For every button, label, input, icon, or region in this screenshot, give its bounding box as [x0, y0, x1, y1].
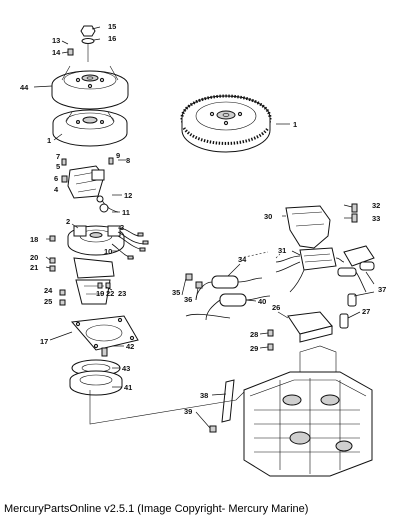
callout-39: 39	[184, 407, 192, 416]
callout-43: 43	[122, 364, 130, 373]
electrical-cover	[285, 203, 358, 249]
callout-4: 4	[54, 185, 59, 194]
callout-15: 15	[108, 22, 116, 31]
callout-38: 38	[200, 391, 208, 400]
callout-labels: 15 16 13 14 44 1 1 7 9 8 5 6 4 12 11 2 3…	[20, 22, 386, 416]
callout-20: 20	[30, 253, 38, 262]
leader-lines	[33, 26, 375, 429]
top-flywheel-assembly	[51, 25, 129, 110]
callout-19: 19	[96, 289, 104, 298]
callout-25: 25	[44, 297, 52, 306]
bracket-plate	[59, 257, 115, 306]
ignition-coils	[185, 273, 271, 321]
lower-flywheel	[52, 109, 128, 147]
screw-42	[101, 347, 108, 357]
flywheel-nut	[80, 25, 96, 37]
engine-block	[243, 345, 373, 477]
callout-42: 42	[126, 342, 134, 351]
callout-18: 18	[30, 235, 38, 244]
callout-44: 44	[20, 83, 29, 92]
callout-8: 8	[126, 156, 130, 165]
seal-rings	[69, 359, 123, 396]
callout-5: 5	[56, 162, 60, 171]
callout-30: 30	[264, 212, 272, 221]
callout-41: 41	[124, 383, 132, 392]
connector-line	[89, 390, 245, 425]
linkage-bracket	[209, 379, 235, 433]
callout-21: 21	[30, 263, 38, 272]
gasket-plate	[71, 315, 139, 351]
callout-1-right: 1	[293, 120, 297, 129]
copyright-caption: MercuryPartsOnline v2.5.1 (Image Copyrig…	[4, 503, 309, 515]
callout-26: 26	[272, 303, 280, 312]
callout-24: 24	[44, 286, 53, 295]
flywheel-washer	[81, 38, 95, 44]
ring-gear-flywheel	[180, 94, 272, 153]
callout-29: 29	[250, 344, 258, 353]
callout-34: 34	[238, 255, 247, 264]
callout-13: 13	[52, 36, 60, 45]
callout-11: 11	[122, 208, 130, 217]
callout-12: 12	[124, 191, 132, 200]
callout-2: 2	[66, 217, 70, 226]
callout-3: 3	[120, 223, 124, 232]
mounting-plate	[267, 311, 333, 351]
callout-9: 9	[116, 151, 120, 160]
callout-22: 22	[106, 289, 114, 298]
screw-14	[67, 48, 74, 56]
callout-32: 32	[372, 201, 380, 210]
switch-box-and-coils	[275, 245, 375, 329]
callout-10: 10	[104, 247, 112, 256]
callout-33: 33	[372, 214, 380, 223]
callout-16: 16	[108, 34, 116, 43]
callout-35: 35	[172, 288, 180, 297]
callout-40: 40	[258, 297, 266, 306]
stator-trigger-assembly	[61, 157, 119, 213]
callout-17: 17	[40, 337, 48, 346]
callout-27: 27	[362, 307, 370, 316]
callout-23: 23	[118, 289, 126, 298]
callout-36: 36	[184, 295, 192, 304]
callout-7: 7	[56, 152, 60, 161]
callout-14: 14	[52, 48, 61, 57]
callout-6: 6	[54, 174, 58, 183]
callout-1-left: 1	[47, 136, 51, 145]
trigger-plate-assembly	[49, 225, 149, 272]
callout-37: 37	[378, 285, 386, 294]
callout-31: 31	[278, 246, 286, 255]
callout-28: 28	[250, 330, 258, 339]
